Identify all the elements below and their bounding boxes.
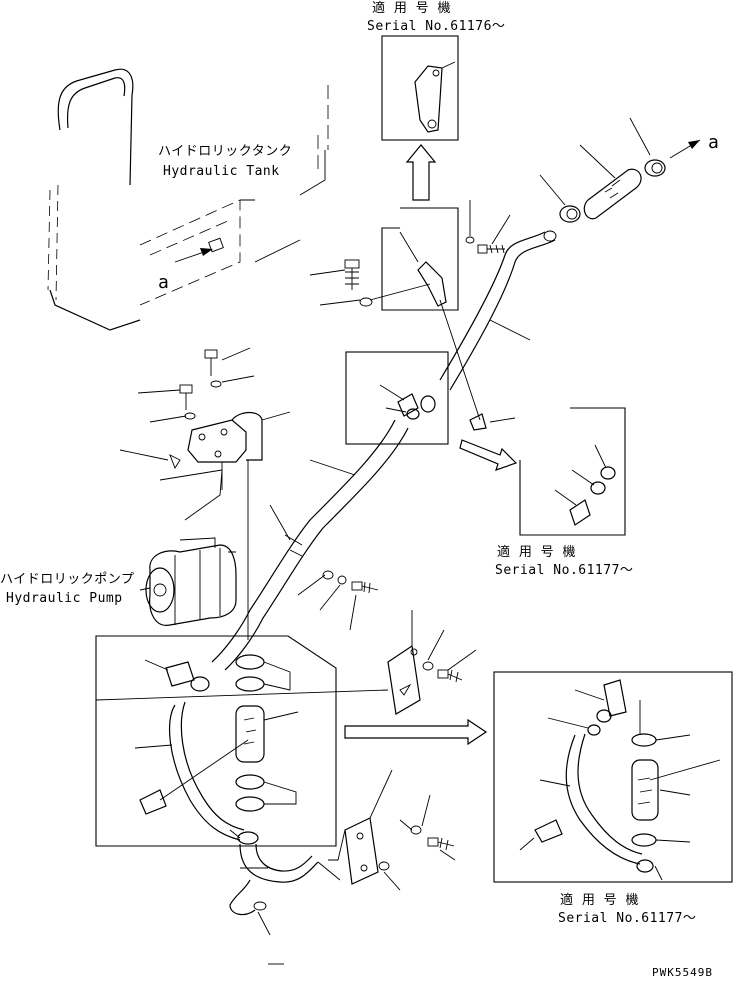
inset-serial-61177-mid	[459, 407, 626, 536]
clamp-detail-box	[369, 207, 481, 421]
pump-label-en: Hydraulic Pump	[6, 591, 123, 606]
serial-top-no: Serial No.61176〜	[367, 19, 505, 34]
clamp-bolts	[309, 200, 511, 307]
serial-mid-jp: 適 用 号 機	[497, 544, 576, 560]
return-hose	[229, 831, 341, 936]
hydraulic-tank-drawing	[47, 68, 329, 331]
hose-bracket-lower	[328, 769, 456, 891]
tank-label-en: Hydraulic Tank	[163, 164, 280, 179]
upper-hose	[439, 117, 701, 391]
pump-label-jp: ハイドロリックポンプ	[0, 572, 134, 587]
mid-hose-box	[345, 351, 516, 445]
ref-a-hose: a	[708, 132, 719, 153]
arrow-to-variant	[344, 718, 488, 746]
serial-bot-jp: 適 用 号 機	[560, 892, 639, 908]
serial-mid-no: Serial No.61177〜	[495, 563, 633, 578]
main-hose	[211, 419, 409, 671]
ref-a-tank: a	[158, 272, 169, 293]
drawing-number: PWK5549B	[652, 966, 713, 979]
serial-top-jp: 適 用 号 機	[372, 0, 451, 16]
inset-serial-61177-lower	[493, 671, 733, 883]
tank-label-jp: ハイドロリックタンク	[158, 144, 292, 159]
serial-bot-no: Serial No.61177〜	[558, 911, 696, 926]
lower-hose-box	[95, 635, 337, 847]
hydraulic-pump-drawing	[139, 469, 237, 626]
inset-serial-61176	[381, 35, 459, 201]
pump-fitting	[119, 347, 291, 640]
hose-bracket-upper	[95, 610, 477, 715]
hose-mount-bolts	[297, 570, 379, 631]
